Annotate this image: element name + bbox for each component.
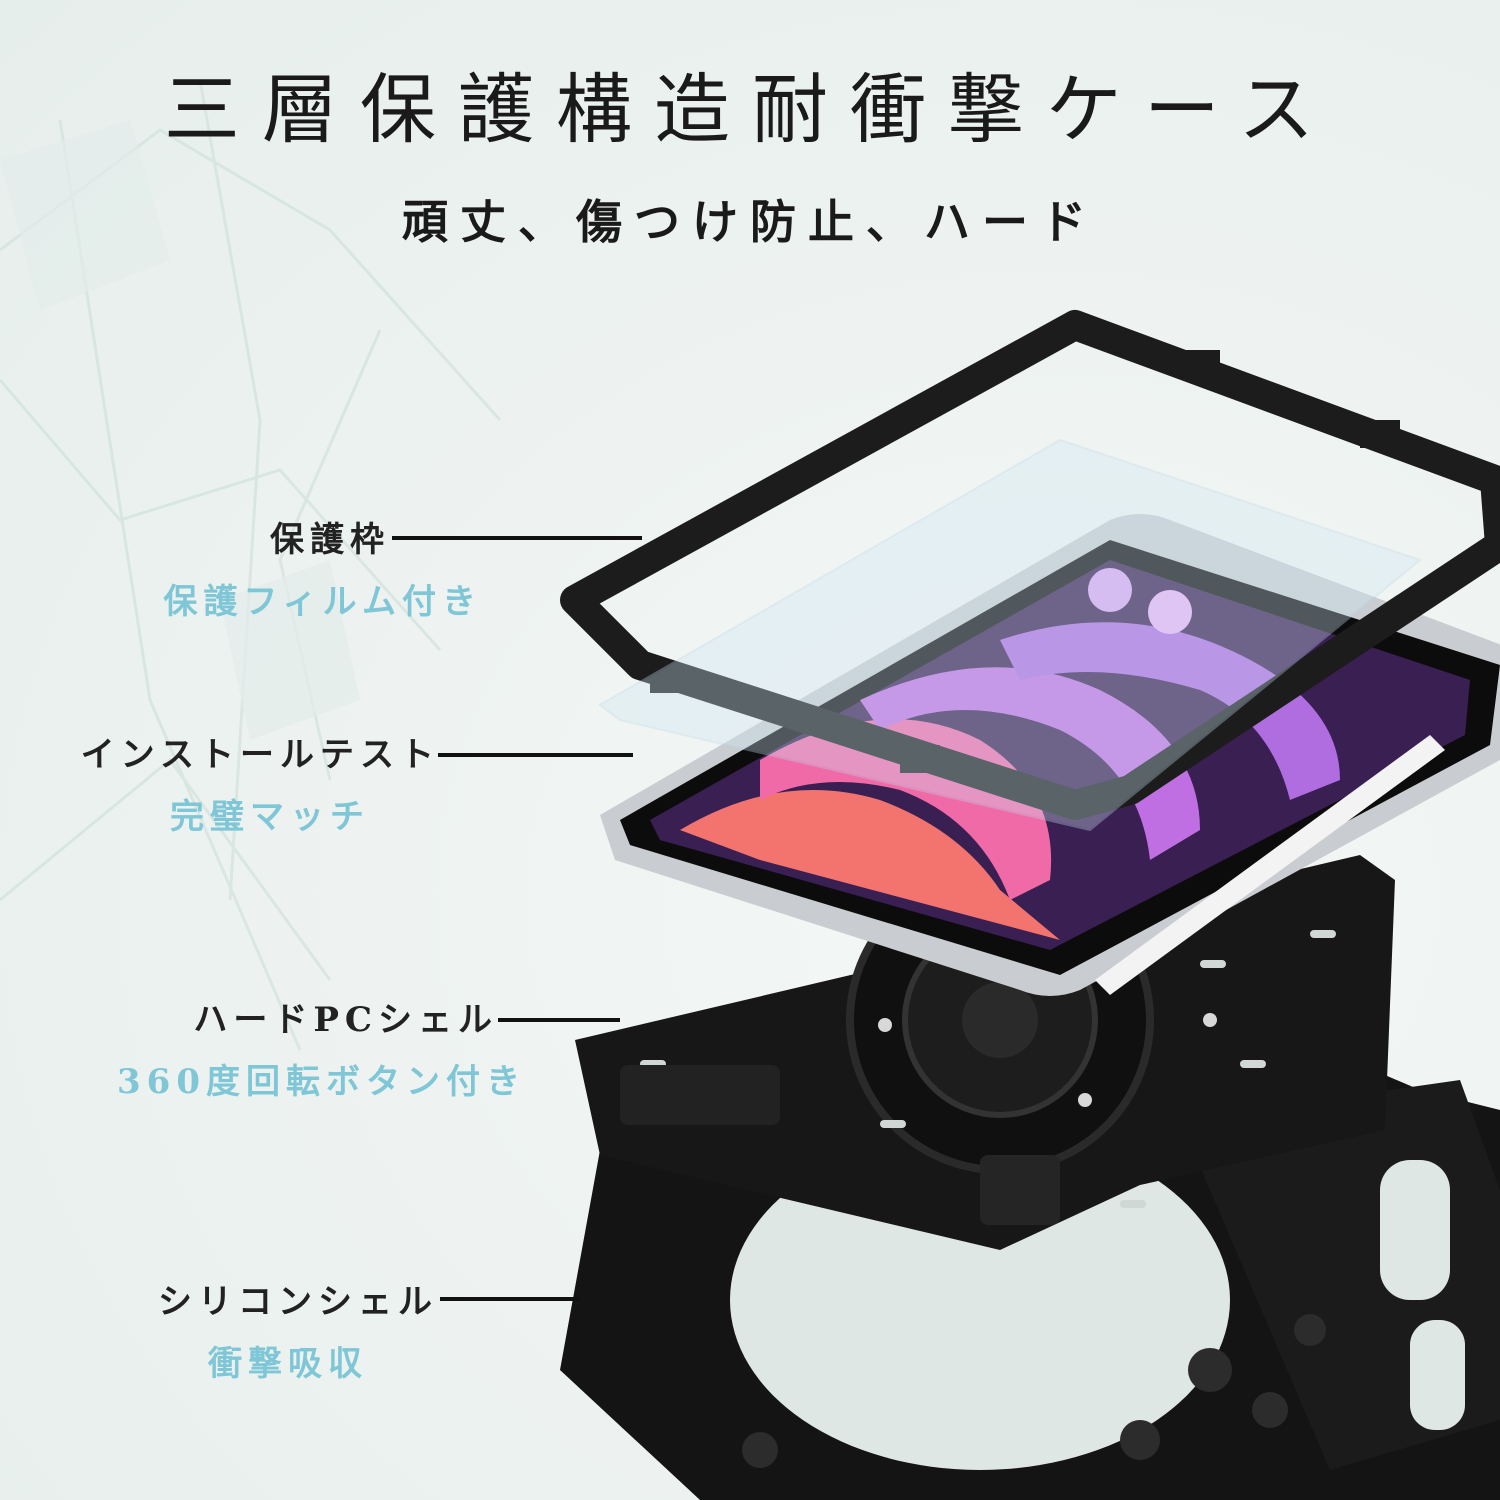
protective-frame-image: [560, 310, 1500, 832]
layer-install-desc: 完璧マッチ: [170, 797, 370, 837]
layer-silicone-title: シリコンシェル: [158, 1282, 438, 1322]
layer-pcshell-title: ハードPCシェル: [193, 1000, 498, 1040]
tablet-image: [600, 514, 1500, 996]
leader-line-silicone: [440, 1297, 580, 1301]
page-subtitle: 頑丈、傷つけ防止、ハード: [402, 195, 1098, 249]
layer-label-install: インストールテスト 完璧マッチ: [81, 733, 440, 839]
leader-line-pcshell: [498, 1018, 620, 1022]
leader-line-install: [438, 753, 633, 757]
layer-silicone-desc: 衝撃吸収: [208, 1344, 368, 1384]
layer-install-title: インストールテスト: [80, 735, 440, 775]
layer-frame-desc: 保護フィルム付き: [163, 582, 482, 622]
layer-label-frame: 保護枠 保護フィルム付き: [163, 518, 476, 624]
leader-line-frame: [392, 536, 642, 540]
layer-label-pcshell: ハードPCシェル 360度回転ボタン付き: [117, 998, 520, 1104]
layer-label-silicone: シリコンシェル 衝撃吸収: [158, 1280, 438, 1386]
layer-frame-title: 保護枠: [270, 520, 390, 560]
layer-pcshell-desc: 360度回転ボタン付き: [117, 1062, 526, 1102]
page-title: 三層保護構造耐衝撃ケース: [163, 65, 1337, 154]
